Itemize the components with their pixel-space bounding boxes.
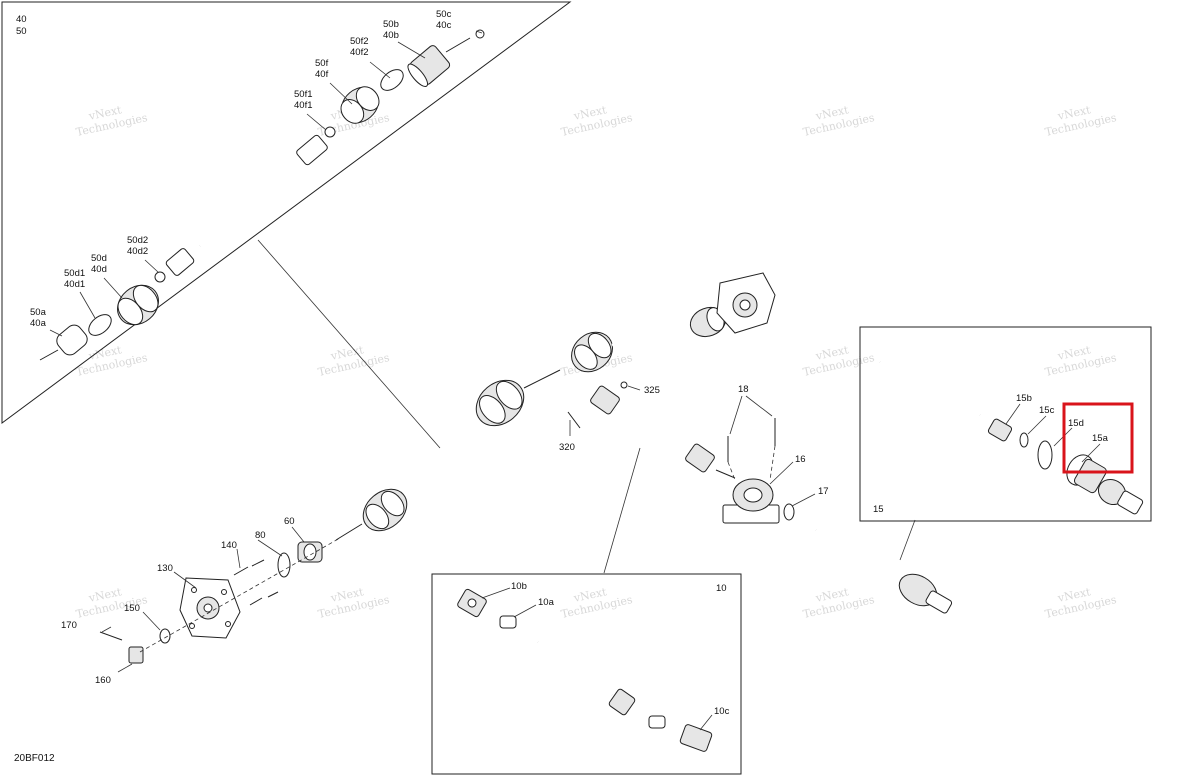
axle-leaders	[49, 30, 483, 337]
callout-40d2: 40d2	[127, 246, 148, 257]
propeller-shaft-assembly	[567, 381, 953, 614]
callout-50a: 50a	[30, 307, 47, 318]
detail-frame-axle-40-50	[1, 1, 572, 424]
callout-140: 140	[221, 540, 237, 551]
frame-connector-axle	[257, 239, 441, 449]
callout-40d1: 40d1	[64, 279, 85, 290]
callout-17: 17	[818, 486, 829, 497]
callout-15d: 15d	[1068, 418, 1084, 429]
callout-40f2: 40f2	[350, 47, 369, 58]
callout-60: 60	[284, 516, 295, 527]
callout-15c: 15c	[1039, 405, 1055, 416]
detail-frame-15	[859, 326, 1152, 522]
callout-40b: 40b	[383, 30, 399, 41]
callout-15b: 15b	[1016, 393, 1032, 404]
diagram-code: 20BF012	[14, 753, 55, 764]
callout-50b: 50b	[383, 19, 399, 30]
callout-40a: 40a	[30, 318, 47, 329]
callout-10: 10	[716, 583, 727, 594]
detail-10-leaders	[481, 587, 713, 731]
callout-50f1: 50f1	[294, 89, 313, 100]
callout-320: 320	[559, 442, 575, 453]
callout-80: 80	[255, 530, 266, 541]
callout-16: 16	[795, 454, 806, 465]
callout-40f: 40f	[315, 69, 329, 80]
axle-shaft-exploded	[39, 29, 485, 361]
detail-15-leaders	[1005, 403, 1101, 463]
callout-130: 130	[157, 563, 173, 574]
callout-40c: 40c	[436, 20, 452, 31]
group-label-40: 40	[16, 14, 27, 25]
callout-50d1: 50d1	[64, 268, 85, 279]
propeller-leaders	[569, 385, 916, 574]
detail-15-components	[879, 360, 1144, 515]
highlight-box-15a[interactable]	[1062, 402, 1134, 474]
callout-50d2: 50d2	[127, 235, 148, 246]
callout-15a: 15a	[1092, 433, 1109, 444]
callout-18: 18	[738, 384, 749, 395]
main-leaders	[101, 526, 305, 673]
callout-160: 160	[95, 675, 111, 686]
callout-50f2: 50f2	[350, 36, 369, 47]
detail-frame-10	[431, 573, 742, 775]
callout-50c: 50c	[436, 9, 452, 20]
callout-10c: 10c	[714, 706, 730, 717]
callout-150: 150	[124, 603, 140, 614]
callout-170: 170	[61, 620, 77, 631]
callout-50f: 50f	[315, 58, 329, 69]
callout-10b: 10b	[511, 581, 527, 592]
callout-40f1: 40f1	[294, 100, 313, 111]
callout-10a: 10a	[538, 597, 555, 608]
detail-10-components	[457, 588, 713, 752]
group-label-50: 50	[16, 26, 27, 37]
callout-50d: 50d	[91, 253, 107, 264]
callout-325: 325	[644, 385, 660, 396]
callout-40d: 40d	[91, 264, 107, 275]
callout-15: 15	[873, 504, 884, 515]
main-drive-assembly	[99, 272, 776, 664]
